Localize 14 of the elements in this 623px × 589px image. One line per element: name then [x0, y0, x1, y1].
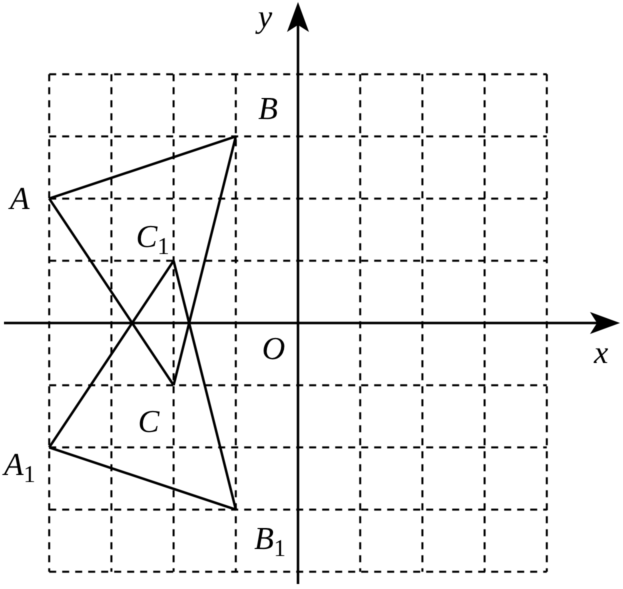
- triangle-side: [172, 136, 238, 386]
- point-label: B: [236, 92, 278, 136]
- point-label: A$_{1}$: [4, 447, 50, 488]
- triangle-side: [172, 260, 238, 510]
- point-label: C: [138, 385, 174, 438]
- x-axis-label: x: [594, 336, 608, 368]
- triangle-side: [48, 260, 175, 448]
- point-label: A: [10, 182, 50, 214]
- point-label: B$_{1}$: [236, 510, 286, 562]
- origin-label: O: [262, 332, 286, 364]
- point-label: C$_{1}$: [136, 220, 198, 261]
- triangle-side: [48, 446, 236, 511]
- triangle-side: [48, 135, 236, 200]
- triangle-side: [48, 198, 175, 386]
